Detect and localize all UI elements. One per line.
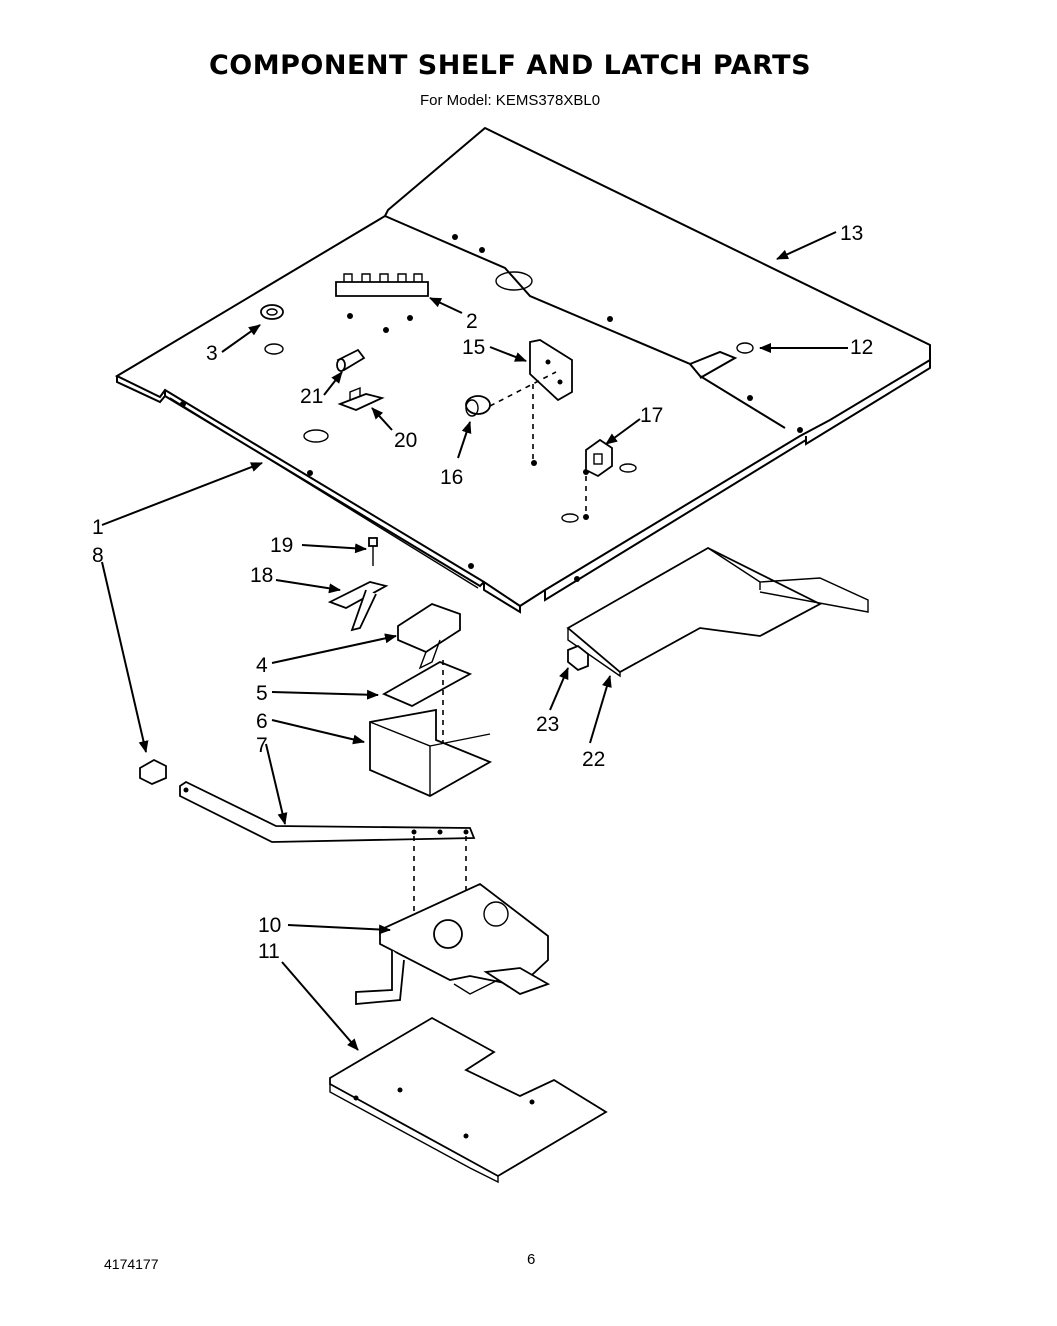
callout-labels: 1 2 3 4 5 6 7 8 10 11 12 13 15 16 17 18 … <box>92 222 873 963</box>
callout-21: 21 <box>300 385 323 408</box>
callout-10: 10 <box>258 914 281 937</box>
callout-19: 19 <box>270 534 293 557</box>
bracket-part-15 <box>529 339 573 402</box>
callout-20: 20 <box>394 429 417 452</box>
leader-lines <box>101 231 848 1051</box>
terminal-block-part-2 <box>335 273 429 297</box>
callout-4: 4 <box>256 654 268 677</box>
callout-16: 16 <box>440 466 463 489</box>
fuse-holder-part-20 <box>337 386 385 411</box>
document-number: 4174177 <box>104 1256 159 1272</box>
page-title: COMPONENT SHELF AND LATCH PARTS <box>208 50 812 81</box>
callout-11: 11 <box>258 940 280 963</box>
page-number: 6 <box>527 1251 536 1268</box>
callout-17: 17 <box>640 404 663 427</box>
callout-8: 8 <box>92 544 104 567</box>
callout-18: 18 <box>250 564 273 587</box>
callout-12: 12 <box>850 336 873 359</box>
callout-23: 23 <box>536 713 559 736</box>
screw-part-19 <box>368 537 378 566</box>
latch-rod-part-7 <box>179 780 476 843</box>
callout-1: 1 <box>92 516 104 539</box>
switch-part-17 <box>585 438 613 478</box>
callout-7: 7 <box>256 734 268 757</box>
callout-22: 22 <box>582 748 605 771</box>
callout-5: 5 <box>256 682 268 705</box>
callout-2: 2 <box>466 310 478 333</box>
insulator-part-5 <box>381 661 473 708</box>
callout-3: 3 <box>206 342 218 365</box>
callout-15: 15 <box>462 336 485 359</box>
bumper-part-8 <box>139 758 167 785</box>
bracket-part-18 <box>327 581 389 632</box>
thermostat-part-16 <box>465 395 491 417</box>
component-shelf <box>114 126 931 614</box>
tray-part-22 <box>566 546 869 678</box>
relay-part-4 <box>397 603 461 670</box>
clip-part-23 <box>567 644 589 672</box>
callout-13: 13 <box>840 222 863 245</box>
model-subtitle: For Model: KEMS378XBL0 <box>419 92 601 109</box>
fuse-part-21 <box>336 348 366 372</box>
cover-part-6 <box>369 708 493 798</box>
latch-assembly-part-10 <box>355 882 551 1005</box>
callout-6: 6 <box>256 710 268 733</box>
base-plate-part-11 <box>329 1016 608 1184</box>
grommet-part-3 <box>260 304 284 355</box>
